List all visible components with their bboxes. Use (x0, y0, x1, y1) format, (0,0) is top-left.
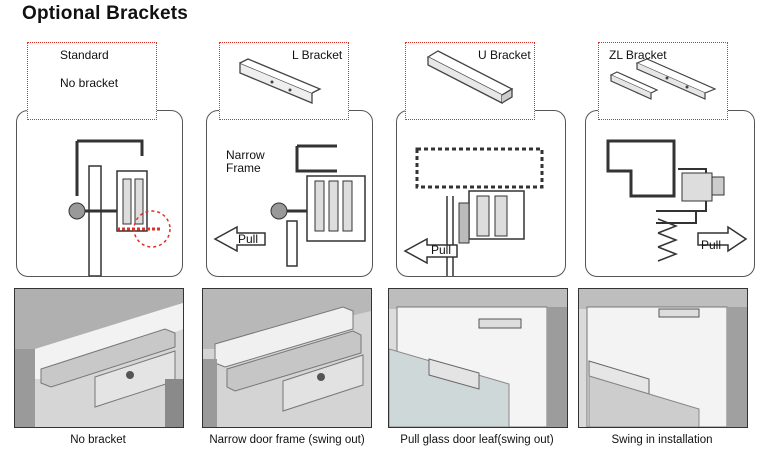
pull-label-u-bracket: Pull (431, 243, 452, 257)
u-bracket-diagram-panel (396, 110, 566, 277)
zl-bracket-install-diagram (606, 139, 748, 262)
standard-bracket-box (27, 42, 157, 120)
l-bracket-diagram-panel (206, 110, 373, 277)
narrow-frame-photo (202, 288, 372, 428)
pull-label-zl-bracket: Pull (701, 238, 722, 252)
l-bracket-label: L Bracket (292, 48, 343, 62)
zl-bracket-icon (609, 58, 717, 100)
l-bracket-install-diagram (213, 144, 366, 267)
caption-narrow-door-frame: Narrow door frame (swing out) (209, 434, 365, 446)
standard-bracket-label: Standard (60, 48, 109, 62)
no-bracket-photo (14, 288, 184, 428)
zl-bracket-label: ZL Bracket (609, 48, 667, 62)
swing-in-photo (578, 288, 748, 428)
u-bracket-install-diagram (403, 147, 544, 276)
u-bracket-label: U Bracket (478, 48, 531, 62)
pull-glass-door-photo (388, 288, 568, 428)
caption-swing-in: Swing in installation (611, 434, 713, 446)
page-title: Optional Brackets (22, 3, 189, 24)
standard-install-diagram (68, 139, 171, 276)
caption-no-bracket: No bracket (70, 434, 126, 446)
caption-pull-glass-door: Pull glass door leaf(swing out) (400, 434, 554, 446)
l-bracket-icon (239, 58, 322, 104)
no-bracket-note: No bracket (60, 76, 119, 90)
zl-bracket-diagram-panel (585, 110, 755, 277)
narrow-frame-label: Narrow Frame (226, 148, 265, 175)
u-bracket-icon (426, 50, 514, 105)
pull-label-l-bracket: Pull (238, 232, 259, 246)
standard-diagram-panel (16, 110, 183, 277)
